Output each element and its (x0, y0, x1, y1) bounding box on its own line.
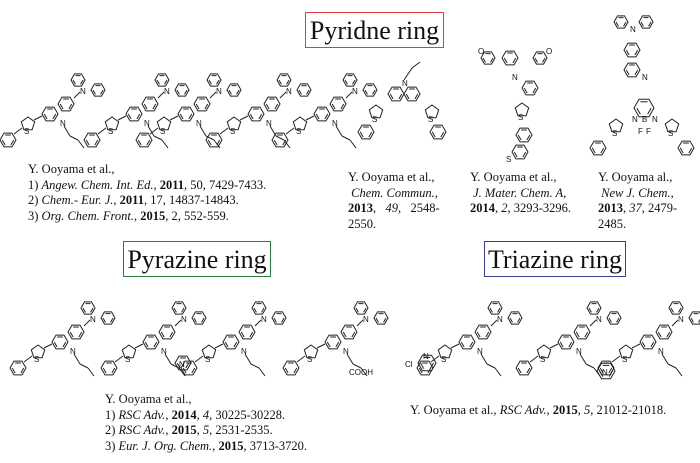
svg-text:N: N (678, 315, 684, 324)
svg-text:S: S (540, 355, 545, 364)
svg-text:S: S (108, 127, 113, 136)
pyridine-dye-4-structure: S N S (352, 60, 452, 165)
reference-item: 3) Org. Chem. Front., 2015, 2, 552-559. (28, 208, 229, 223)
svg-text:F: F (638, 127, 643, 136)
svg-text:N: N (343, 347, 349, 356)
svg-text:N: N (512, 73, 518, 82)
svg-text:Cl: Cl (405, 360, 413, 369)
svg-text:N: N (60, 119, 66, 128)
pyridine-reference-3: Y. Ooyama et al., J. Mater. Chem. A, 201… (470, 170, 572, 215)
svg-text:N: N (658, 347, 664, 356)
svg-text:N: N (70, 347, 76, 356)
triazine-reference: Y. Ooyama et al., RSC Adv., 2015, 5, 210… (410, 403, 667, 417)
svg-text:N: N (216, 87, 222, 96)
svg-text:S: S (622, 355, 627, 364)
svg-text:N: N (161, 347, 167, 356)
svg-text:S: S (668, 129, 673, 138)
triazine-dye-1-structure: Cl N S N N (405, 283, 525, 388)
pyrazine-section-title: Pyrazine ring (123, 241, 271, 277)
svg-text:N: N (164, 87, 170, 96)
svg-text:S: S (441, 355, 446, 364)
svg-text:S: S (160, 127, 165, 136)
svg-text:N: N (286, 87, 292, 96)
svg-text:N: N (266, 119, 272, 128)
svg-text:N: N (196, 119, 202, 128)
pyrazine-dye-1-structure: S N N (8, 283, 108, 383)
pyrazine-dye-2-structure: S N N S N N N (105, 283, 285, 383)
svg-text:N: N (144, 119, 150, 128)
svg-text:N: N (497, 315, 503, 324)
svg-text:S: S (34, 355, 39, 364)
svg-text:N: N (630, 25, 636, 34)
svg-text:S: S (506, 155, 511, 164)
svg-text:N: N (332, 119, 338, 128)
svg-text:N: N (602, 368, 608, 377)
reference-item: 2) Chem.- Eur. J., 2011, 17, 14837-14843… (28, 193, 239, 207)
reference-authors: Y. Ooyama et al., (28, 162, 115, 176)
svg-text:N: N (632, 115, 638, 124)
svg-text:S: S (428, 115, 433, 124)
svg-text:S: S (230, 127, 235, 136)
pyridine-dye-3-structure: S N N S N N (210, 55, 355, 155)
svg-text:O: O (478, 47, 484, 56)
pyridine-dye-5-structure: O O N S S (478, 47, 552, 164)
svg-text:F: F (646, 127, 651, 136)
svg-text:N: N (181, 315, 187, 324)
svg-text:N: N (80, 87, 86, 96)
svg-text:N: N (352, 87, 358, 96)
svg-text:S: S (125, 355, 130, 364)
svg-text:S: S (307, 355, 312, 364)
svg-text:S: S (518, 113, 523, 122)
svg-text:N: N (179, 360, 185, 369)
svg-text:N: N (477, 347, 483, 356)
pyridine-reference-2: Y. Ooyama et al., Chem. Commun., 2013, 4… (348, 170, 440, 231)
triazine-section-title: Triazine ring (484, 241, 626, 277)
svg-text:N: N (90, 315, 96, 324)
svg-text:N: N (576, 347, 582, 356)
svg-text:N: N (652, 115, 658, 124)
reference-item: 1) Angew. Chem. Int. Ed., 2011, 50, 7429… (28, 177, 267, 192)
svg-text:S: S (296, 127, 301, 136)
svg-text:N: N (363, 315, 369, 324)
svg-text:S: S (612, 129, 617, 138)
pyrazine-dye-3-structure: S N N COOH (285, 283, 385, 377)
pyridine-reference-4: Y. Ooyama al., New J. Chem., 2013, 37, 2… (598, 170, 678, 231)
pyridine-dye-1-structure: S N N (0, 60, 90, 155)
pyrazine-reference: Y. Ooyama et al., 1) RSC Adv., 2014, 4, … (105, 392, 307, 453)
pyridine-section-title: Pyridne ring (305, 12, 444, 48)
svg-text:COOH: COOH (349, 368, 373, 377)
svg-text:N: N (261, 315, 267, 324)
svg-text:S: S (24, 127, 29, 136)
svg-text:N: N (423, 352, 429, 361)
svg-text:N: N (642, 73, 648, 82)
svg-text:S: S (205, 355, 210, 364)
svg-text:N: N (596, 315, 602, 324)
svg-text:S: S (372, 115, 377, 124)
svg-text:B: B (642, 115, 647, 124)
triazine-dye-2-structure: S N N S N N N (520, 283, 696, 388)
svg-text:O: O (546, 47, 552, 56)
svg-text:N: N (402, 79, 408, 88)
pyridine-main-reference: Y. Ooyama et al., 1) Angew. Chem. Int. E… (28, 162, 266, 224)
svg-text:N: N (241, 347, 247, 356)
